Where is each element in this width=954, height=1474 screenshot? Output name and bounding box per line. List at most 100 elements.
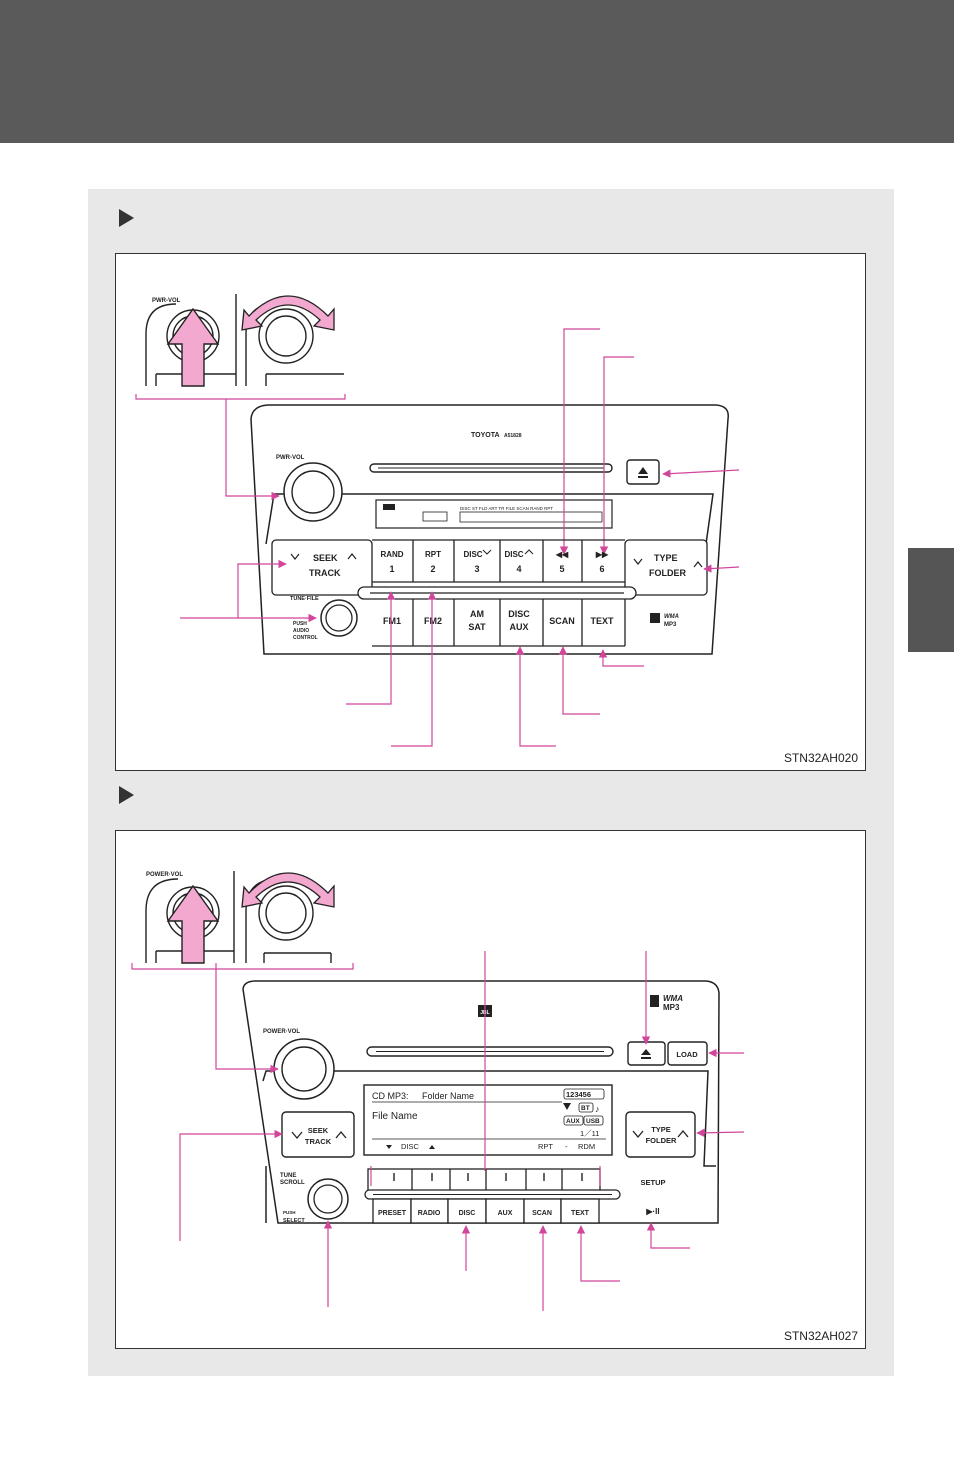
svg-text:DISC: DISC bbox=[401, 1142, 420, 1151]
svg-text:TUNE: TUNE bbox=[280, 1173, 296, 1179]
svg-text:5: 5 bbox=[559, 564, 564, 574]
figure-2-panel: POWER·VOL JBL WMA MP3 POWER·VOL LOAD CD … bbox=[115, 830, 866, 1349]
wma-mp3-logo: WMA MP3 bbox=[650, 613, 679, 628]
svg-text:CONTROL: CONTROL bbox=[293, 635, 318, 641]
figure-2-illustration: POWER·VOL JBL WMA MP3 POWER·VOL LOAD CD … bbox=[131, 871, 745, 1311]
chevron-up-icon bbox=[693, 561, 703, 568]
figure-1-illustration: PWR-VOL TOYOTA A51828 PWR-VOL DISC ST FL… bbox=[135, 294, 740, 747]
svg-text:File Name: File Name bbox=[372, 1111, 418, 1122]
svg-text:WMA: WMA bbox=[663, 994, 683, 1003]
scan-button[interactable]: SCAN bbox=[549, 616, 575, 626]
scan-button[interactable]: SCAN bbox=[532, 1210, 552, 1217]
triangle-marker-icon bbox=[119, 786, 134, 804]
tune-file-label: TUNE·FILE bbox=[290, 596, 319, 602]
svg-text:▶▶: ▶▶ bbox=[595, 550, 609, 559]
svg-text:POWER·VOL: POWER·VOL bbox=[146, 872, 183, 878]
signal-icon bbox=[563, 1103, 571, 1110]
inset-pwr-vol-label: PWR-VOL bbox=[152, 298, 181, 304]
svg-text:4: 4 bbox=[516, 564, 521, 574]
figure-1-code: STN32AH020 bbox=[783, 751, 858, 765]
svg-text:PUSH: PUSH bbox=[283, 1210, 296, 1215]
svg-text:BT: BT bbox=[581, 1105, 590, 1112]
header-bar bbox=[0, 0, 954, 143]
model-label: A51828 bbox=[504, 433, 522, 439]
svg-text:POWER·VOL: POWER·VOL bbox=[263, 1029, 300, 1035]
figure-2-code: STN32AH027 bbox=[783, 1329, 858, 1343]
chevron-down-icon bbox=[482, 549, 492, 555]
svg-text:SEEK: SEEK bbox=[308, 1126, 329, 1135]
svg-text:RPT: RPT bbox=[538, 1142, 553, 1151]
svg-text:AUX: AUX bbox=[509, 622, 528, 632]
triangle-marker-icon bbox=[119, 209, 134, 227]
brand-label: TOYOTA bbox=[471, 432, 500, 439]
svg-text:CD MP3:: CD MP3: bbox=[372, 1091, 409, 1101]
chevron-up-icon bbox=[335, 1130, 347, 1139]
section-tab bbox=[908, 548, 954, 652]
disc-button[interactable]: DISC bbox=[459, 1210, 476, 1217]
chevron-down-icon bbox=[386, 1145, 392, 1149]
setup-button[interactable]: SETUP bbox=[640, 1178, 665, 1187]
radio-button[interactable]: RADIO bbox=[418, 1210, 441, 1217]
type-folder-button[interactable]: TYPE FOLDER bbox=[625, 1111, 696, 1158]
svg-text:USB: USB bbox=[586, 1118, 600, 1125]
svg-text:RAND: RAND bbox=[380, 550, 403, 559]
wma-mp3-logo: WMA MP3 bbox=[650, 994, 683, 1012]
chevron-up-icon bbox=[347, 553, 357, 560]
svg-text:TYPE: TYPE bbox=[654, 553, 678, 563]
preset-5-rewind-button[interactable]: ◀◀5 bbox=[555, 550, 569, 574]
music-note-icon: ♪ bbox=[595, 1104, 600, 1114]
svg-text:123456: 123456 bbox=[566, 1090, 591, 1099]
lcd-display bbox=[375, 499, 613, 529]
figure-1-panel: PWR-VOL TOYOTA A51828 PWR-VOL DISC ST FL… bbox=[115, 253, 866, 771]
svg-text:TRACK: TRACK bbox=[309, 568, 341, 578]
play-pause-button[interactable]: ▶·II bbox=[645, 1207, 659, 1216]
fm1-button[interactable]: FM1 bbox=[383, 616, 401, 626]
svg-text:DISC: DISC bbox=[463, 550, 482, 559]
svg-text:FOLDER: FOLDER bbox=[649, 568, 686, 578]
lcd-screen: CD MP3: Folder Name File Name 123456 BT … bbox=[363, 1084, 613, 1156]
tune-file-knob[interactable] bbox=[320, 599, 358, 637]
chevron-down-icon bbox=[291, 1131, 303, 1140]
seek-track-button[interactable]: SEEK TRACK bbox=[281, 1111, 355, 1158]
preset-4-disc-up-button[interactable]: DISC 4 bbox=[504, 550, 523, 574]
pwr-vol-knob[interactable] bbox=[283, 462, 343, 522]
chevron-down-icon bbox=[632, 1130, 644, 1139]
type-folder-button[interactable]: TYPE FOLDER bbox=[633, 553, 703, 578]
svg-text:AUX: AUX bbox=[566, 1118, 580, 1125]
aux-button[interactable]: AUX bbox=[498, 1210, 513, 1217]
eject-button[interactable] bbox=[627, 1041, 666, 1066]
chevron-up-icon bbox=[677, 1129, 689, 1138]
text-button[interactable]: TEXT bbox=[590, 616, 614, 626]
text-button[interactable]: TEXT bbox=[571, 1210, 590, 1217]
svg-text:LOAD: LOAD bbox=[676, 1050, 698, 1059]
function-buttons bbox=[372, 1198, 600, 1224]
chevron-up-icon bbox=[429, 1145, 435, 1149]
tune-scroll-knob[interactable] bbox=[307, 1178, 349, 1220]
svg-text:1／11: 1／11 bbox=[580, 1129, 599, 1138]
svg-text:6: 6 bbox=[599, 564, 604, 574]
svg-text:RDM: RDM bbox=[578, 1142, 595, 1151]
load-button[interactable]: LOAD bbox=[667, 1041, 708, 1066]
seek-track-button[interactable]: SEEK TRACK bbox=[290, 553, 357, 578]
svg-text:TRACK: TRACK bbox=[305, 1137, 332, 1146]
svg-text:-: - bbox=[565, 1142, 568, 1151]
chevron-up-icon bbox=[524, 549, 534, 555]
svg-text:Folder Name: Folder Name bbox=[422, 1091, 474, 1101]
svg-text:DISC: DISC bbox=[504, 550, 523, 559]
svg-text:SEEK: SEEK bbox=[313, 553, 338, 563]
preset-button[interactable]: PRESET bbox=[378, 1210, 407, 1217]
svg-text:2: 2 bbox=[430, 564, 435, 574]
fm2-button[interactable]: FM2 bbox=[424, 616, 442, 626]
svg-text:SAT: SAT bbox=[468, 622, 486, 632]
chevron-down-icon bbox=[633, 558, 643, 565]
preset-6-fast-forward-button[interactable]: ▶▶ 6 bbox=[595, 550, 609, 574]
eject-button[interactable] bbox=[626, 459, 660, 485]
power-vol-knob[interactable] bbox=[273, 1038, 335, 1100]
button-bank bbox=[271, 539, 708, 647]
svg-text:AUDIO: AUDIO bbox=[293, 628, 309, 634]
